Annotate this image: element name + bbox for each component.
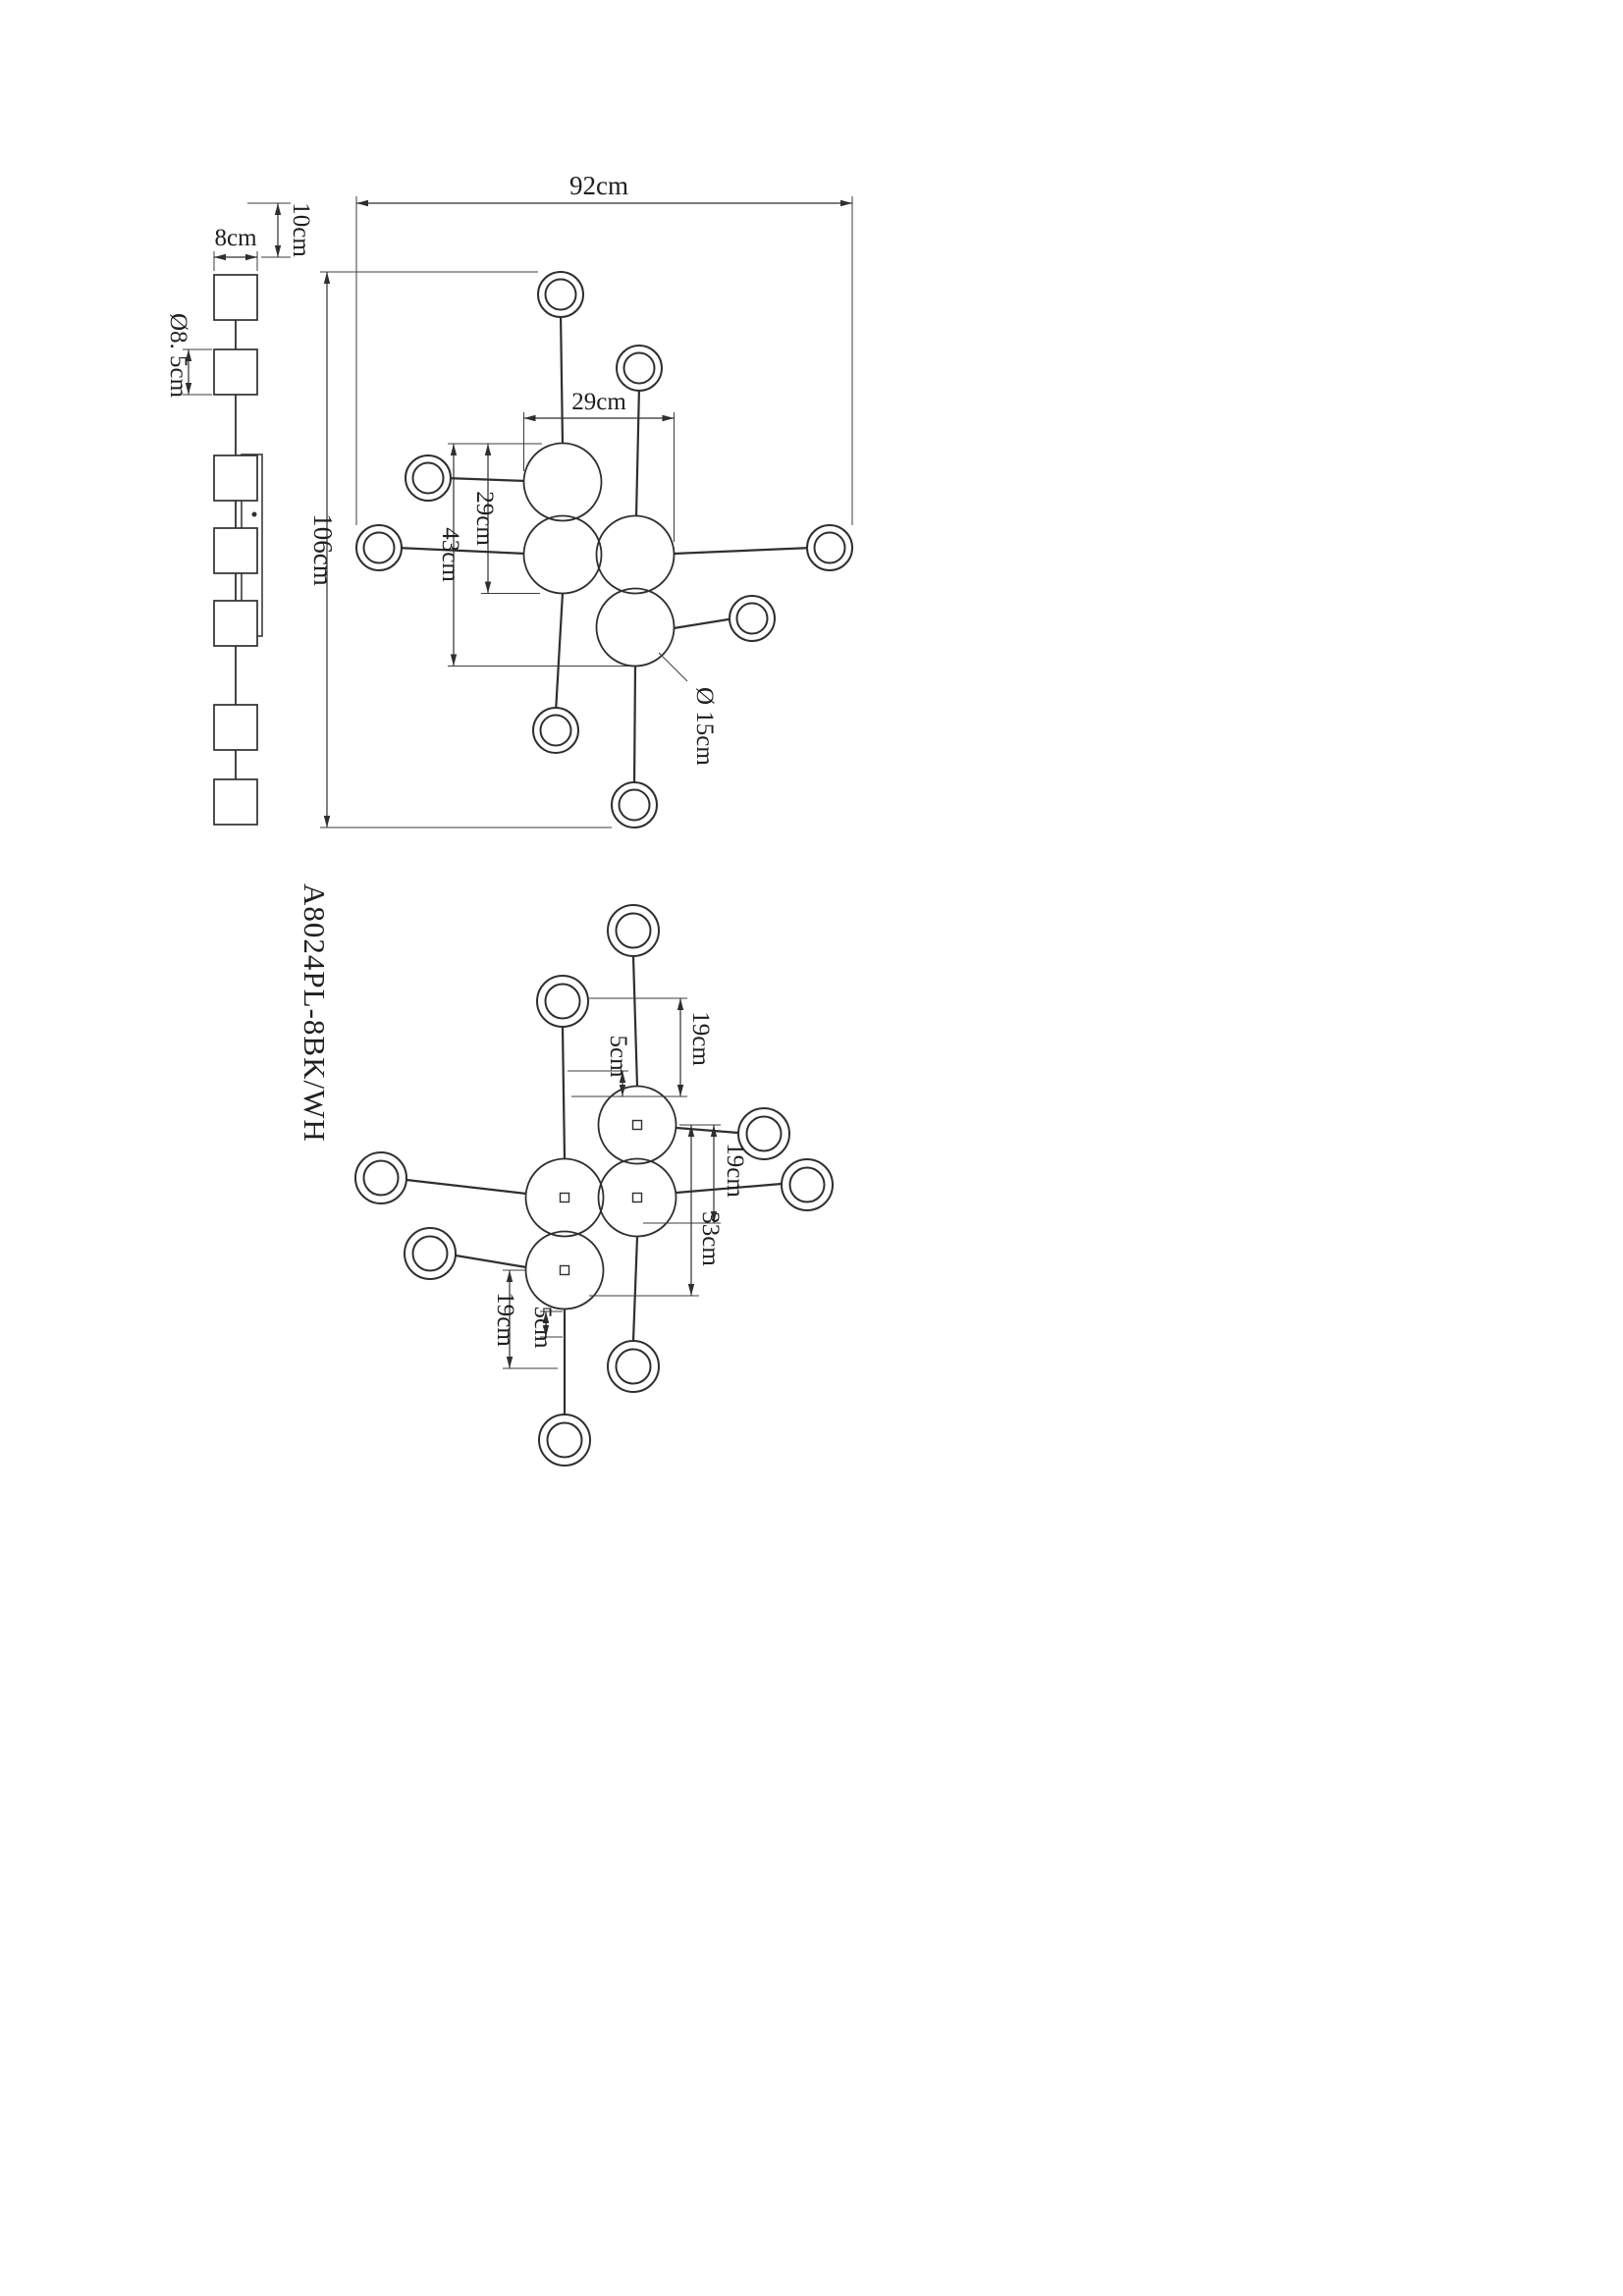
- lamp-arms-detail: [406, 955, 783, 1415]
- dim-label-top-stem-gap: 5cm: [605, 1035, 631, 1078]
- lamp-heads-side: [213, 274, 258, 826]
- ring-shade: [354, 1151, 407, 1204]
- dim-label-canopy-depth: 10cm: [288, 202, 314, 257]
- dim-label-bottom-stem-gap: 5cm: [529, 1306, 556, 1349]
- dimension-overall-height: 106cm: [308, 271, 612, 828]
- ring-shade: [607, 1340, 660, 1393]
- ring-shades-detail: [354, 904, 834, 1467]
- side-view: 8cm 10cm Ø8. 5cm: [165, 202, 314, 826]
- dimension-bottom-arm-offset: 19cm: [492, 1269, 558, 1369]
- dim-label-top-arm-offset: 19cm: [687, 1011, 714, 1066]
- ring-shade: [616, 345, 663, 392]
- canopy-screw: [251, 511, 257, 517]
- dimension-shade-diameter: Ø 15cm: [658, 652, 718, 766]
- dimension-top-stem-gap: 5cm: [568, 1035, 644, 1097]
- dimension-head-diameter: Ø8. 5cm: [165, 313, 212, 399]
- ring-shade: [806, 524, 853, 571]
- dim-label-overall-width: 92cm: [569, 171, 628, 200]
- plan-view: 92cm 106cm 29cm 29cm 43cm: [308, 171, 853, 828]
- mount-node: [559, 1264, 570, 1276]
- dimension-cluster-total-height: 43cm: [437, 444, 628, 667]
- dim-label-shade-diameter: Ø 15cm: [691, 687, 718, 766]
- cluster-body-detail: [524, 1085, 677, 1310]
- ring-shade: [737, 1107, 790, 1160]
- dim-label-cluster-span: 33cm: [697, 1211, 724, 1266]
- dimension-cluster-span: 33cm: [589, 1125, 724, 1297]
- mount-node: [631, 1119, 643, 1131]
- ring-shade: [404, 1227, 457, 1280]
- dim-label-cluster-pair-height: 29cm: [471, 491, 498, 546]
- dim-label-cluster-width: 29cm: [571, 389, 626, 415]
- dim-label-cluster-total-height: 43cm: [437, 527, 463, 582]
- dim-label-right-arm-offset: 19cm: [722, 1143, 748, 1198]
- ring-shade: [781, 1158, 834, 1211]
- ring-shade: [537, 271, 584, 318]
- dimension-cluster-width: 29cm: [523, 389, 675, 542]
- dim-label-head-diameter: Ø8. 5cm: [165, 313, 191, 399]
- product-code-label: A8024PL-8BK/WH: [298, 883, 332, 1143]
- dim-label-overall-height: 106cm: [308, 513, 338, 586]
- dimension-cluster-pair-height: 29cm: [448, 443, 542, 594]
- ring-shade: [729, 595, 776, 642]
- ring-shade: [538, 1414, 591, 1467]
- ring-shade: [405, 454, 452, 502]
- lamp-arms-plan: [396, 311, 813, 788]
- ring-shades-plan: [355, 271, 853, 828]
- dimension-right-arm-offset: 19cm: [643, 1124, 748, 1224]
- ring-shade: [536, 975, 589, 1028]
- detail-view: 19cm 5cm 19cm 33cm 19cm: [354, 904, 834, 1467]
- ring-shade: [355, 524, 403, 571]
- mount-node: [631, 1192, 643, 1203]
- dim-label-bottom-arm-offset: 19cm: [492, 1292, 518, 1347]
- ring-shade: [532, 707, 579, 754]
- dimension-bottom-stem-gap: 5cm: [529, 1306, 563, 1349]
- cluster-body-plan: [522, 442, 676, 667]
- ring-shade: [607, 904, 660, 957]
- dimension-top-arm-offset: 19cm: [588, 997, 714, 1097]
- dimension-overall-width: 92cm: [355, 171, 853, 525]
- dimension-head-length: 8cm: [213, 225, 258, 271]
- dim-label-head-length: 8cm: [214, 225, 257, 251]
- dimension-canopy-depth: 10cm: [247, 202, 314, 258]
- mount-node: [559, 1192, 570, 1203]
- ring-shade: [611, 781, 658, 828]
